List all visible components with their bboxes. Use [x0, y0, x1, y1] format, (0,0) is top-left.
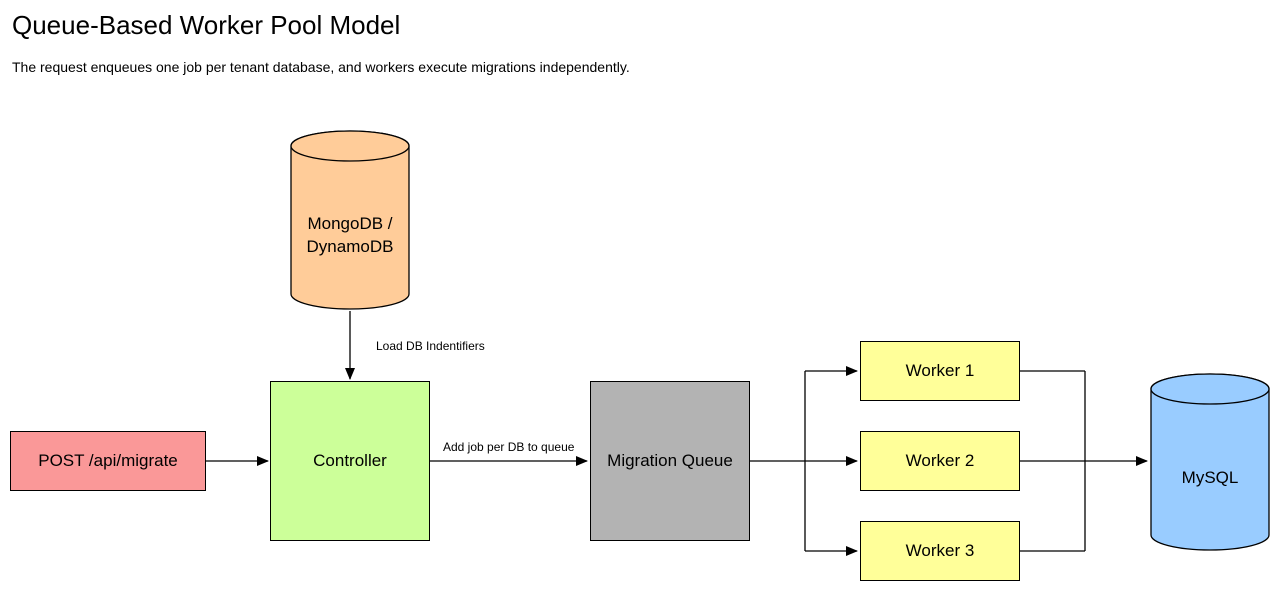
edge-label-add-job-per-db: Add job per DB to queue	[443, 440, 575, 454]
node-worker-2: Worker 2	[860, 431, 1020, 491]
node-controller-label: Controller	[313, 451, 387, 470]
node-worker-1: Worker 1	[860, 341, 1020, 401]
node-controller: Controller	[270, 381, 430, 541]
node-worker-1-label: Worker 1	[905, 361, 975, 380]
edge-label-load-db-identifiers: Load DB Indentifiers	[376, 339, 485, 353]
page-title: Queue-Based Worker Pool Model	[12, 10, 401, 40]
database-cylinder-icon	[290, 130, 410, 310]
node-worker-3: Worker 3	[860, 521, 1020, 581]
node-request: POST /api/migrate	[10, 431, 206, 491]
node-worker-3-label: Worker 3	[905, 541, 975, 560]
node-source-db-label: MongoDB / DynamoDB	[306, 214, 394, 256]
node-worker-2-label: Worker 2	[905, 451, 975, 470]
node-target-db-label: MySQL	[1181, 467, 1239, 487]
node-migration-queue-label: Migration Queue	[607, 451, 733, 470]
node-source-db: MongoDB / DynamoDB	[290, 130, 410, 310]
node-migration-queue: Migration Queue	[590, 381, 750, 541]
page-subtitle: The request enqueues one job per tenant …	[12, 59, 630, 75]
node-request-label: POST /api/migrate	[38, 451, 178, 470]
node-target-db: MySQL	[1150, 373, 1270, 551]
database-cylinder-icon	[1150, 373, 1270, 551]
